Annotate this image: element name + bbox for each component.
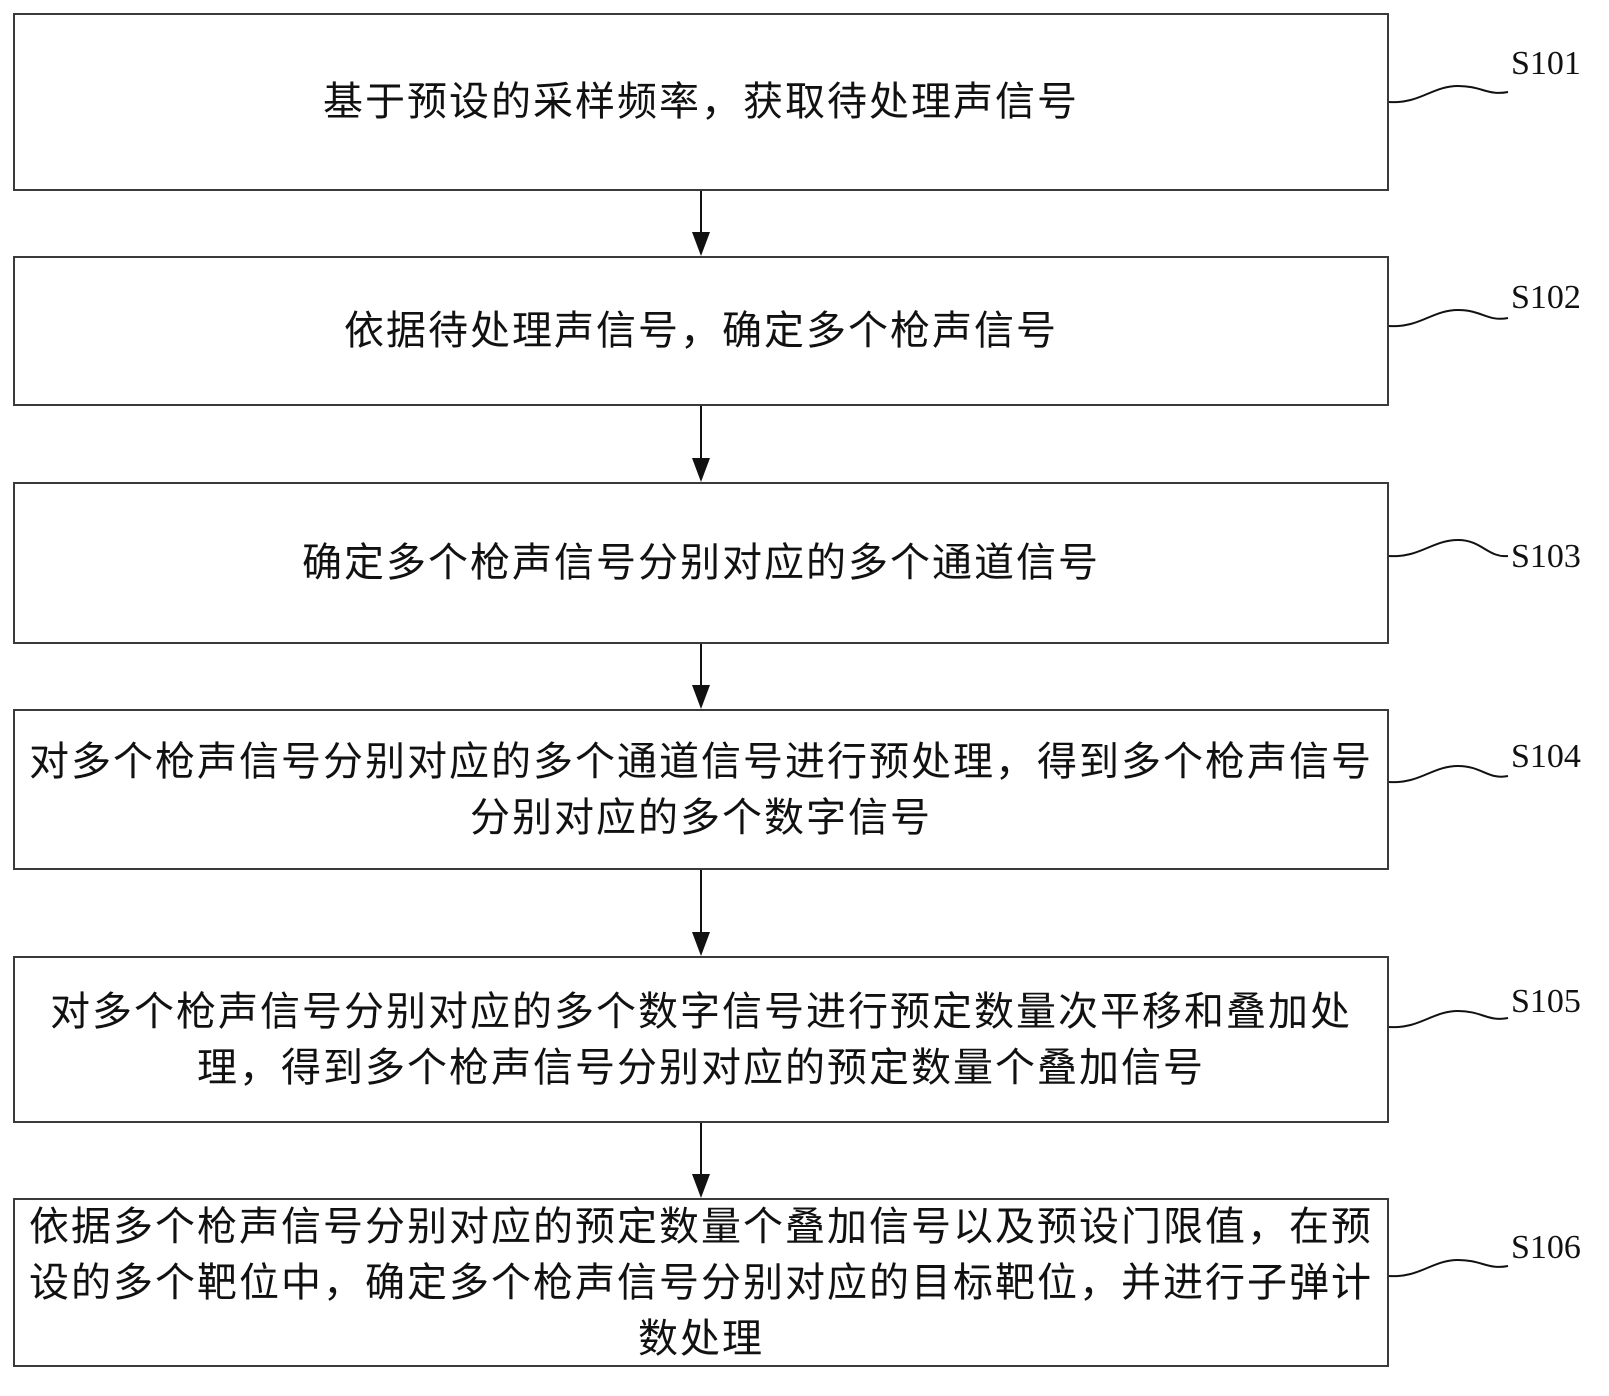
leader-s101 <box>1388 84 1509 104</box>
arrowhead-s101-s102 <box>692 232 710 256</box>
leader-s106 <box>1388 1258 1509 1278</box>
step-label-s103: S103 <box>1511 538 1581 575</box>
step-box-s106: 依据多个枪声信号分别对应的预定数量个叠加信号以及预设门限值，在预设的多个靶位中，… <box>13 1198 1389 1367</box>
step-text-s102: 依据待处理声信号，确定多个枪声信号 <box>344 308 1058 354</box>
step-label-s104: S104 <box>1511 738 1581 775</box>
step-box-s101: 基于预设的采样频率，获取待处理声信号 <box>13 13 1389 191</box>
step-text-s106: 依据多个枪声信号分别对应的预定数量个叠加信号以及预设门限值，在预设的多个靶位中，… <box>29 1203 1373 1362</box>
step-label-s102: S102 <box>1511 279 1581 316</box>
step-label-s105: S105 <box>1511 983 1581 1020</box>
arrowhead-s104-s105 <box>692 932 710 956</box>
step-text-s103: 确定多个枪声信号分别对应的多个通道信号 <box>302 540 1100 586</box>
leader-s103 <box>1388 538 1509 558</box>
step-label-s101: S101 <box>1511 45 1581 82</box>
arrowhead-s105-s106 <box>692 1174 710 1198</box>
step-text-s105: 对多个枪声信号分别对应的多个数字信号进行预定数量次平移和叠加处理，得到多个枪声信… <box>50 988 1352 1091</box>
leader-s104 <box>1388 764 1509 784</box>
step-box-s105: 对多个枪声信号分别对应的多个数字信号进行预定数量次平移和叠加处理，得到多个枪声信… <box>13 956 1389 1123</box>
label-leaders <box>1388 84 1509 1278</box>
arrowhead-s103-s104 <box>692 685 710 709</box>
step-text-s101: 基于预设的采样频率，获取待处理声信号 <box>323 79 1079 125</box>
step-box-s104: 对多个枪声信号分别对应的多个通道信号进行预处理，得到多个枪声信号分别对应的多个数… <box>13 709 1389 870</box>
arrowhead-s102-s103 <box>692 458 710 482</box>
step-box-s103: 确定多个枪声信号分别对应的多个通道信号 <box>13 482 1389 644</box>
leader-s105 <box>1388 1009 1509 1029</box>
step-label-s106: S106 <box>1511 1229 1581 1266</box>
step-box-s102: 依据待处理声信号，确定多个枪声信号 <box>13 256 1389 406</box>
step-text-s104: 对多个枪声信号分别对应的多个通道信号进行预处理，得到多个枪声信号分别对应的多个数… <box>29 738 1373 841</box>
flow-arrows <box>692 191 710 1198</box>
leader-s102 <box>1388 308 1509 328</box>
